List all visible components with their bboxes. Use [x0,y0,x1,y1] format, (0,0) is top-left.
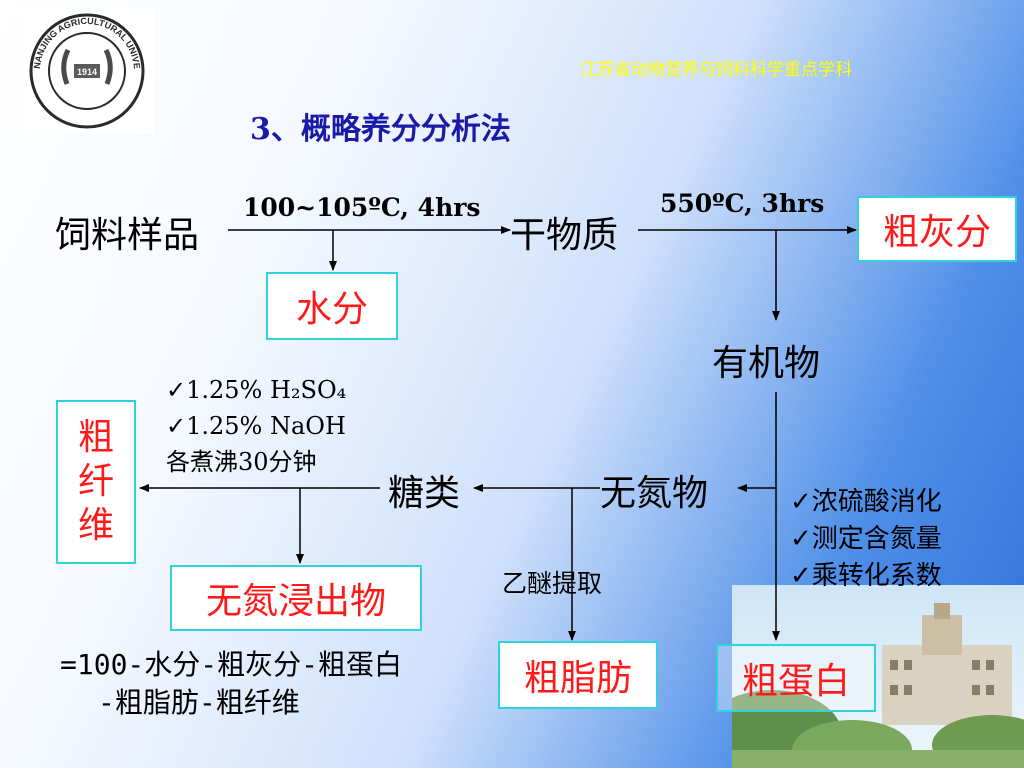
check-icon: ✓ [166,376,187,404]
node-dry-matter: 干物质 [510,215,619,256]
check-icon: ✓ [790,487,812,517]
protein-step-1: ✓浓硫酸消化 [790,487,942,517]
crude-ash-label: 粗灰分 [882,212,991,253]
protein-conditions: ✓浓硫酸消化 ✓测定含氮量 ✓乘转化系数 [790,484,942,595]
university-logo: 1914 NANJING AGRICULTURAL UNIVERSITY [17,0,154,134]
node-sugars: 糖类 [388,473,461,514]
condition-ether: 乙醚提取 [502,569,603,598]
university-seal-icon: 1914 NANJING AGRICULTURAL UNIVERSITY [17,0,145,129]
seal-year: 1914 [77,67,97,77]
box-crude-ash: 粗灰分 [857,196,1017,262]
box-nfe: 无氮浸出物 [170,565,422,631]
crude-fiber-label: 粗 纤 维 [77,417,114,546]
condition-ashing: 550ºC, 3hrs [660,189,825,218]
campus-photo [702,585,1024,772]
nfe-label: 无氮浸出物 [205,581,386,622]
nfe-formula: =100-水分-粗灰分-粗蛋白 -粗脂肪-粗纤维 [60,646,402,722]
crude-fat-label: 粗脂肪 [523,658,632,699]
discipline-label: 江苏省动物营养与饲料科学重点学科 [580,60,852,80]
check-icon: ✓ [790,561,812,591]
fiber-conditions: ✓1.25% H₂SO₄ ✓1.25% NaOH 各煮沸30分钟 [166,372,346,480]
box-crude-fat: 粗脂肪 [498,641,658,709]
condition-drying: 100~105ºC, 4hrs [243,193,481,222]
check-icon: ✓ [166,412,187,440]
formula-line-2: -粗脂肪-粗纤维 [98,686,300,719]
moisture-label: 水分 [295,289,368,330]
protein-step-3: ✓乘转化系数 [790,561,942,591]
protein-step-2: ✓测定含氮量 [790,524,942,554]
node-organic-matter: 有机物 [712,343,821,384]
crude-protein-label: 粗蛋白 [741,661,850,702]
check-icon: ✓ [790,524,812,554]
node-feed-sample: 饲料样品 [55,215,200,256]
box-moisture: 水分 [266,272,398,340]
box-crude-protein: 粗蛋白 [716,644,876,712]
node-nfe-substance: 无氮物 [600,473,709,514]
fiber-step-1: ✓1.25% H₂SO₄ [166,376,347,404]
fiber-step-2: ✓1.25% NaOH [166,412,346,440]
fiber-step-3: 各煮沸30分钟 [166,448,317,476]
formula-line-1: =100-水分-粗灰分-粗蛋白 [60,648,403,681]
box-crude-fiber: 粗 纤 维 [56,400,136,564]
slide-title: 3、概略养分分析法 [250,112,511,147]
